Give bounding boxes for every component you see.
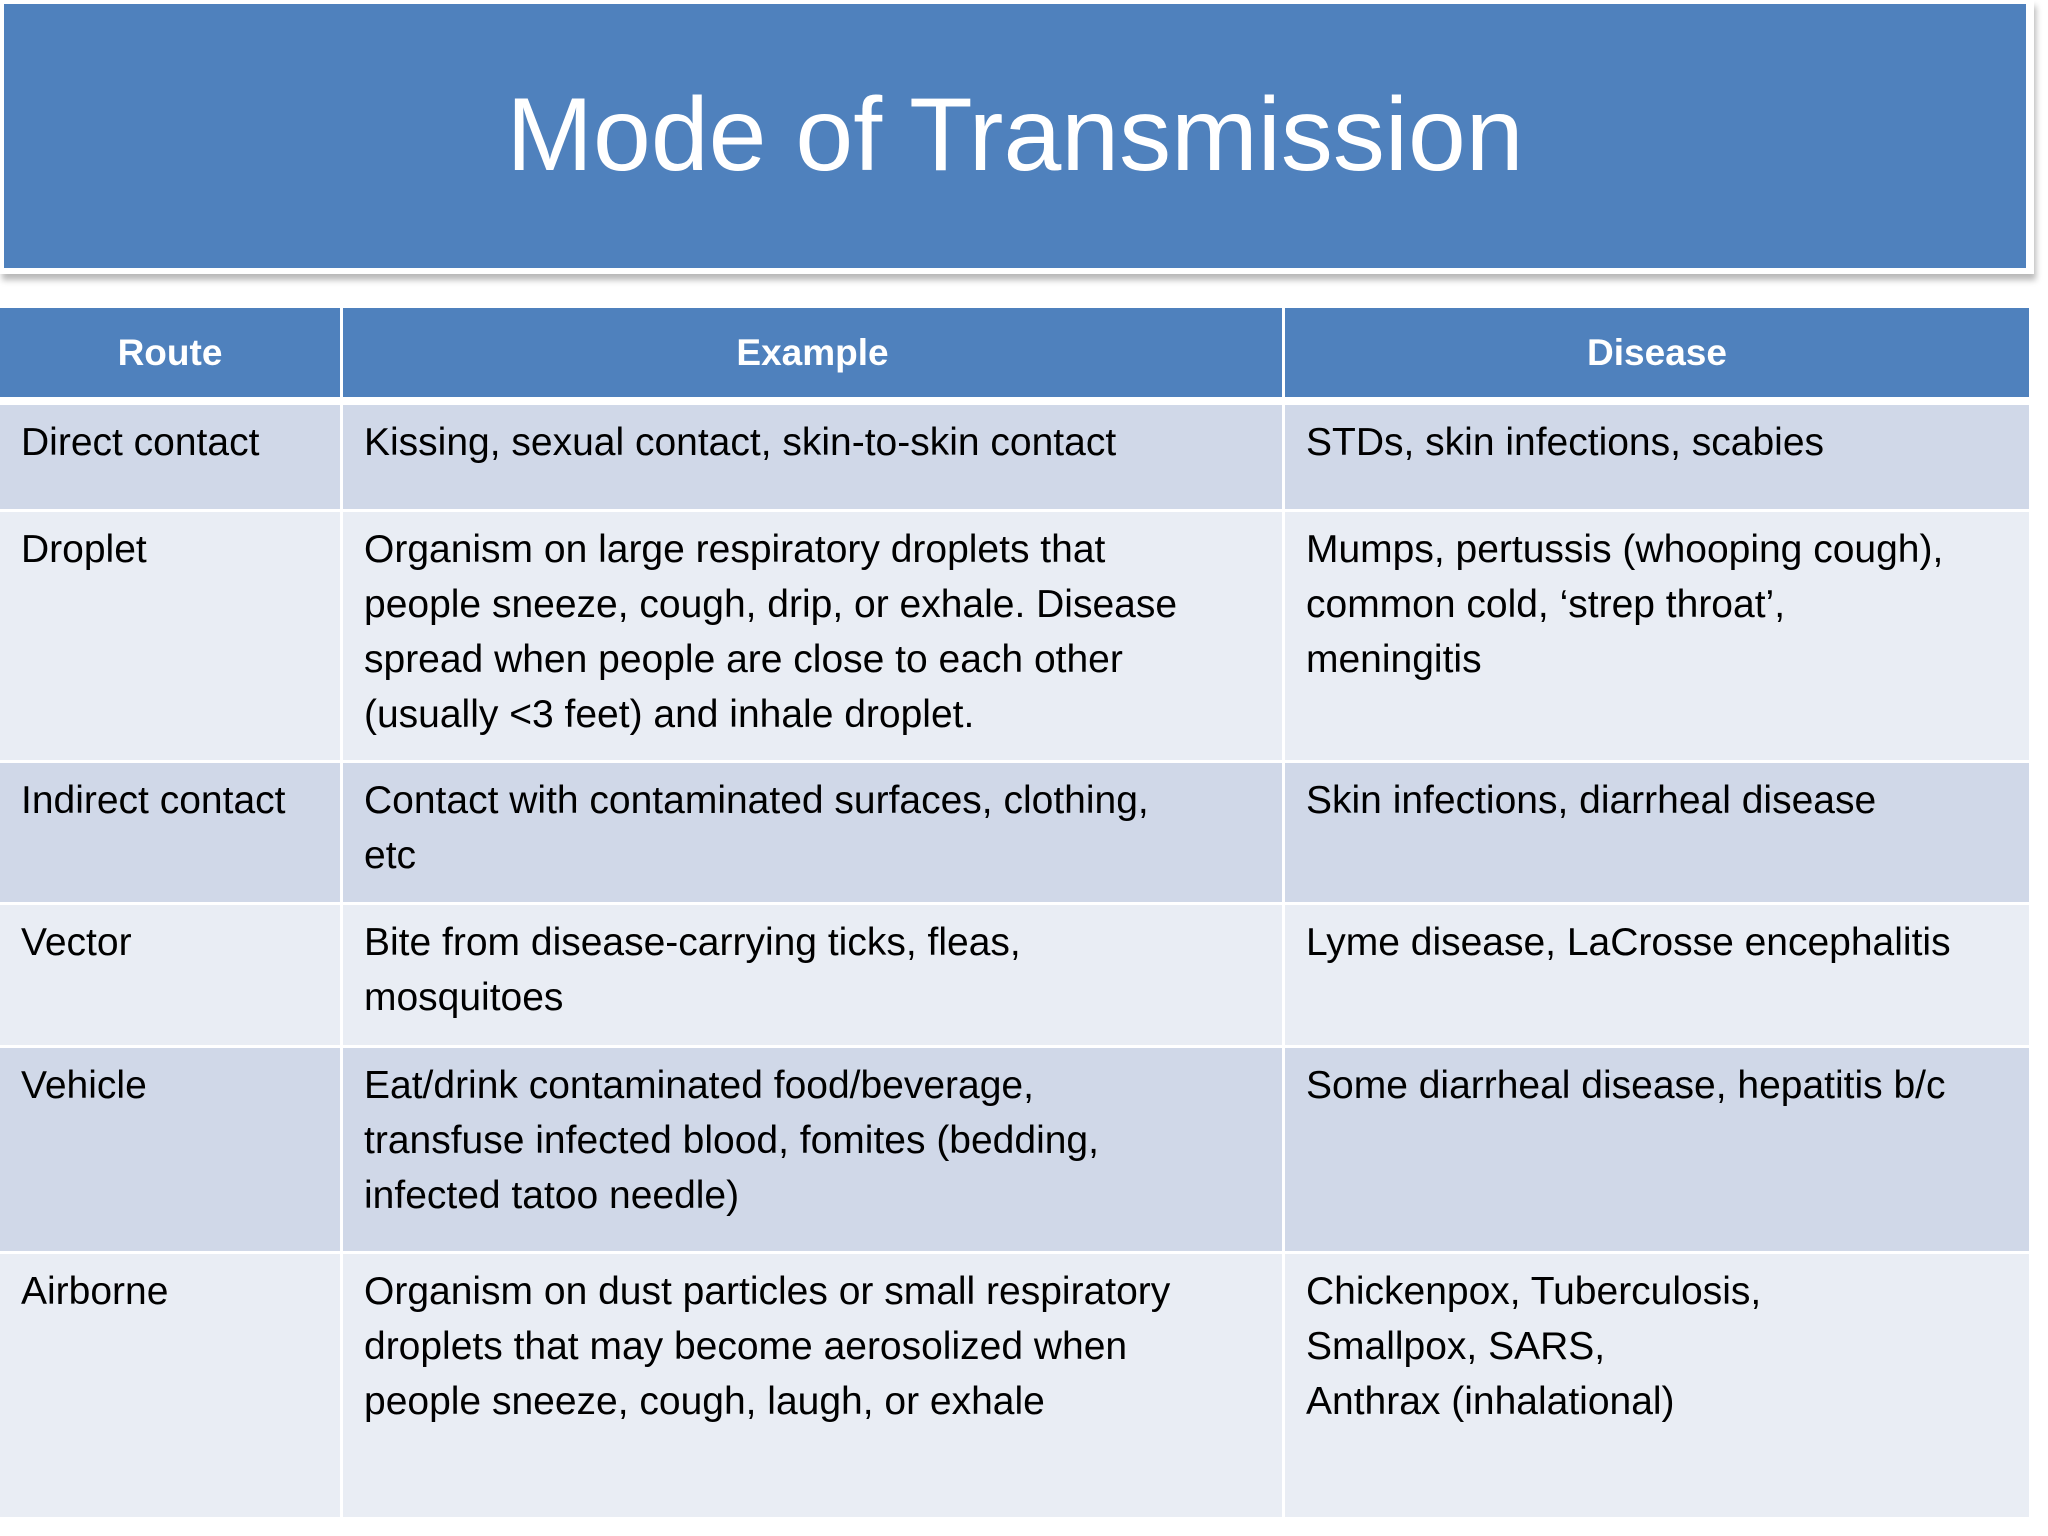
example-line: spread when people are close to each oth…	[364, 638, 1123, 681]
route-text: Vector	[21, 921, 132, 964]
disease-line: STDs, skin infections, scabies	[1306, 421, 1825, 464]
disease-line: meningitis	[1306, 638, 1482, 681]
disease-line: common cold, ‘strep throat’,	[1306, 583, 1786, 626]
header-route: Route	[0, 308, 340, 397]
disease-line: Lyme disease, LaCrosse encephalitis	[1306, 921, 1951, 964]
route-text: Droplet	[21, 528, 147, 571]
table-row: Airborne Organism on dust particles or s…	[0, 1254, 2029, 1517]
title-banner-frame: Mode of Transmission	[0, 0, 2034, 274]
example-line: (usually <3 feet) and inhale droplet.	[364, 693, 975, 736]
disease-cell: Skin infections, diarrheal disease	[1285, 763, 2029, 902]
route-cell: Droplet	[0, 512, 340, 760]
route-text: Indirect contact	[21, 779, 286, 822]
example-line: people sneeze, cough, laugh, or exhale	[364, 1380, 1045, 1423]
example-line: people sneeze, cough, drip, or exhale. D…	[364, 583, 1178, 626]
example-cell: Bite from disease-carrying ticks, fleas,…	[343, 905, 1282, 1045]
example-cell: Eat/drink contaminated food/beverage, tr…	[343, 1048, 1282, 1251]
disease-cell: Chickenpox, Tuberculosis, Smallpox, SARS…	[1285, 1254, 2029, 1517]
disease-cell: Mumps, pertussis (whooping cough), commo…	[1285, 512, 2029, 760]
disease-line: Mumps, pertussis (whooping cough),	[1306, 528, 1944, 571]
example-line: Organism on large respiratory droplets t…	[364, 528, 1106, 571]
example-cell: Kissing, sexual contact, skin-to-skin co…	[343, 405, 1282, 509]
title-banner: Mode of Transmission	[4, 4, 2026, 268]
example-line: Eat/drink contaminated food/beverage,	[364, 1064, 1034, 1107]
route-cell: Airborne	[0, 1254, 340, 1517]
example-line: etc	[364, 834, 417, 877]
table-row: Droplet Organism on large respiratory dr…	[0, 512, 2029, 760]
disease-line: Chickenpox, Tuberculosis,	[1306, 1270, 1762, 1313]
route-text: Vehicle	[21, 1064, 147, 1107]
table-row: Vehicle Eat/drink contaminated food/beve…	[0, 1048, 2029, 1251]
route-cell: Vehicle	[0, 1048, 340, 1251]
disease-cell: Some diarrheal disease, hepatitis b/c	[1285, 1048, 2029, 1251]
disease-line: Some diarrheal disease, hepatitis b/c	[1306, 1064, 1946, 1107]
example-line: droplets that may become aerosolized whe…	[364, 1325, 1128, 1368]
slide-title: Mode of Transmission	[506, 77, 1524, 193]
example-line: Kissing, sexual contact, skin-to-skin co…	[364, 421, 1117, 464]
example-line: Contact with contaminated surfaces, clot…	[364, 779, 1149, 822]
example-cell: Organism on dust particles or small resp…	[343, 1254, 1282, 1517]
table-header-row: Route Example Disease	[0, 308, 2029, 397]
example-line: transfuse infected blood, fomites (beddi…	[364, 1119, 1099, 1162]
route-cell: Indirect contact	[0, 763, 340, 902]
example-line: infected tatoo needle)	[364, 1174, 740, 1217]
example-line: mosquitoes	[364, 976, 564, 1019]
disease-line: Anthrax (inhalational)	[1306, 1380, 1675, 1423]
table-row: Indirect contact Contact with contaminat…	[0, 763, 2029, 902]
example-line: Organism on dust particles or small resp…	[364, 1270, 1171, 1313]
header-example: Example	[343, 308, 1282, 397]
example-cell: Organism on large respiratory droplets t…	[343, 512, 1282, 760]
example-cell: Contact with contaminated surfaces, clot…	[343, 763, 1282, 902]
route-text: Airborne	[21, 1270, 169, 1313]
table-row: Direct contact Kissing, sexual contact, …	[0, 405, 2029, 509]
disease-cell: STDs, skin infections, scabies	[1285, 405, 2029, 509]
example-line: Bite from disease-carrying ticks, fleas,	[364, 921, 1021, 964]
route-text: Direct contact	[21, 421, 260, 464]
table-row: Vector Bite from disease-carrying ticks,…	[0, 905, 2029, 1045]
disease-line: Skin infections, diarrheal disease	[1306, 779, 1877, 822]
route-cell: Vector	[0, 905, 340, 1045]
route-cell: Direct contact	[0, 405, 340, 509]
disease-cell: Lyme disease, LaCrosse encephalitis	[1285, 905, 2029, 1045]
header-disease: Disease	[1285, 308, 2029, 397]
disease-line: Smallpox, SARS,	[1306, 1325, 1606, 1368]
